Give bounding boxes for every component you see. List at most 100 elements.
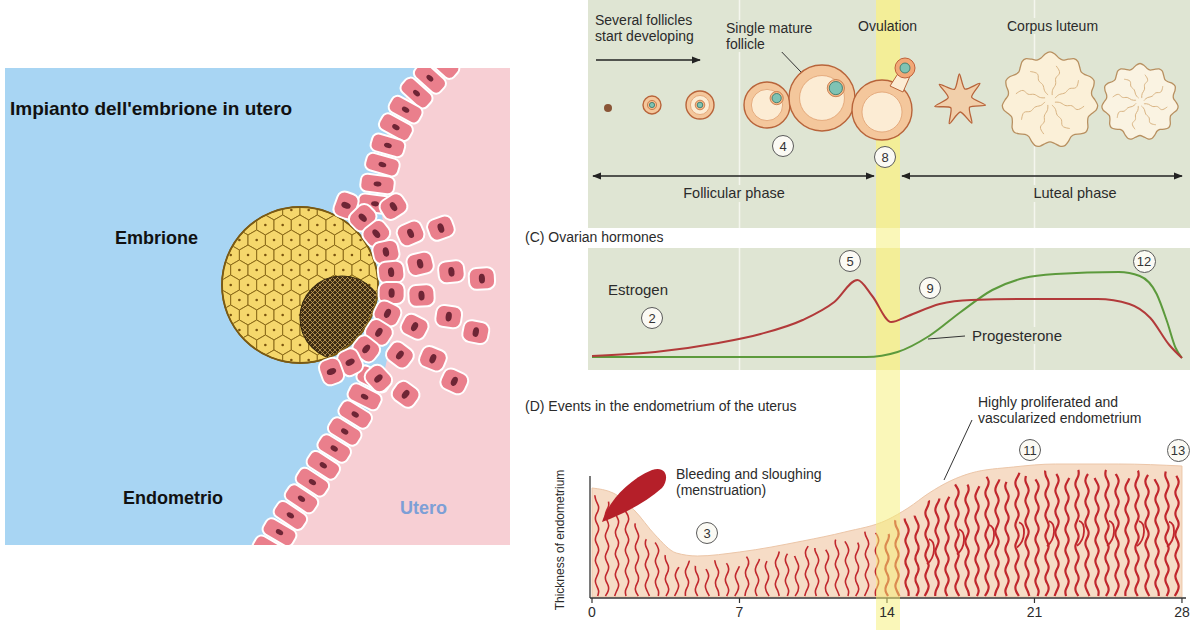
endometrial-cell [317, 356, 347, 388]
text-slot: Embrione [115, 228, 198, 249]
endometrial-cell [361, 361, 395, 395]
blood-vessels [805, 546, 809, 596]
embryo-cells [229, 284, 232, 287]
text-slot: Utero [400, 498, 447, 519]
corpus-luteum [1142, 106, 1156, 125]
follicle [770, 92, 783, 105]
blood-vessels [795, 556, 799, 596]
corpus-luteum [1016, 90, 1045, 97]
embryo-cells [281, 224, 284, 227]
embryo-cells [325, 239, 328, 242]
endometrial-cell [286, 511, 295, 520]
blood-vessels [1047, 521, 1054, 546]
corpus-luteum [1002, 52, 1097, 146]
callout-number: 3 [696, 522, 718, 544]
blood-vessels [1175, 476, 1179, 596]
endometrial-cell [317, 356, 347, 388]
corpus-luteum [1030, 72, 1048, 95]
text-slot: 7 [736, 604, 744, 620]
embryo-cells [264, 254, 267, 257]
embryo-cells [238, 329, 241, 332]
endometrial-cell [425, 74, 434, 83]
endometrial-cell [445, 311, 452, 321]
tick-label: 28 [1174, 604, 1190, 620]
blood-vessels [1135, 471, 1138, 596]
axis-tick [1034, 598, 1035, 603]
blood-vessels [655, 543, 659, 596]
embryo-cells [325, 269, 328, 272]
progesterone-curve [592, 272, 1182, 358]
callout-number: 8 [881, 151, 888, 164]
embryo-cells [307, 209, 310, 212]
embryo-cells [273, 269, 276, 272]
blood-vessels [1015, 473, 1019, 596]
embryo-cells [281, 284, 284, 287]
follicle [649, 102, 654, 107]
endometrial-cell [412, 89, 421, 98]
callout-number: 5 [846, 255, 853, 268]
endometrial-cell [400, 389, 411, 400]
embryo [205, 185, 396, 385]
embryo-cells [359, 239, 362, 242]
embryo-cells [359, 269, 362, 272]
embryo-cells [290, 209, 293, 212]
endometrial-cell [405, 250, 435, 277]
endometrial-cell [418, 291, 425, 301]
embryo-cells [299, 344, 302, 347]
corpus-luteum [1124, 79, 1138, 98]
blood-vessels [775, 551, 779, 596]
embryo-cells [229, 254, 232, 257]
embryo-cells [255, 239, 258, 242]
endometrial-cell [330, 444, 339, 452]
embryo-cells [205, 185, 396, 385]
endometrial-cell [340, 201, 351, 210]
blood-vessels [1165, 472, 1168, 596]
embryo-cells [333, 224, 336, 227]
estrogen-curve [592, 280, 1182, 358]
curve-label: Progesterone [970, 327, 1064, 344]
text-slot: (C) Ovarian hormones [525, 229, 664, 245]
embryo-cells [205, 275, 222, 295]
hormone-curves [592, 248, 1182, 370]
endometrial-cell [374, 327, 384, 338]
callout-number: 4 [779, 140, 786, 153]
follicle [697, 102, 703, 108]
embryo-cells [273, 329, 276, 332]
panel-heading: (D) Events in the endometrium of the ute… [525, 398, 797, 414]
axis-line [589, 476, 590, 598]
blood-vessels [1077, 521, 1084, 546]
embryo-cells [264, 314, 267, 317]
blood-vessels [785, 554, 788, 596]
endometrial-cell [371, 201, 379, 207]
endometrial-cell [417, 344, 449, 374]
callout-number: 2 [648, 312, 655, 325]
endometrial-cell [344, 357, 355, 367]
corpus-luteum [1102, 63, 1178, 138]
axis-tick [591, 598, 592, 603]
endometrial-cell [448, 267, 455, 277]
follicle [800, 76, 845, 121]
endometrial-cell [360, 173, 396, 195]
blood-vessels [725, 563, 728, 596]
blood-vessels [685, 561, 689, 596]
endometrial-cell [428, 353, 437, 364]
corpus-luteum [1142, 75, 1148, 98]
text-slot: 0 [588, 604, 596, 620]
blood-vessels [985, 477, 989, 596]
endometrial-cell [391, 123, 400, 131]
ovulating-follicle [900, 63, 910, 73]
ovary-panel: 48Several follicles start developingSing… [588, 0, 1190, 228]
text-slot: Progesterone [970, 327, 1064, 344]
follicle [647, 100, 656, 109]
text-slot: Corpus luteum [1005, 18, 1100, 34]
panel-heading: Impianto dell'embrione in utero [10, 98, 292, 120]
endometrial-cell [389, 288, 395, 298]
text-slot: 21 [1027, 604, 1043, 620]
endometrial-cell [357, 212, 368, 223]
corpus-luteum [1055, 80, 1078, 98]
embryo-cells [264, 344, 267, 347]
endometrial-cell [408, 284, 435, 307]
follicle [789, 65, 855, 131]
blood-vessels [927, 539, 934, 564]
embryo-cells [351, 254, 354, 257]
